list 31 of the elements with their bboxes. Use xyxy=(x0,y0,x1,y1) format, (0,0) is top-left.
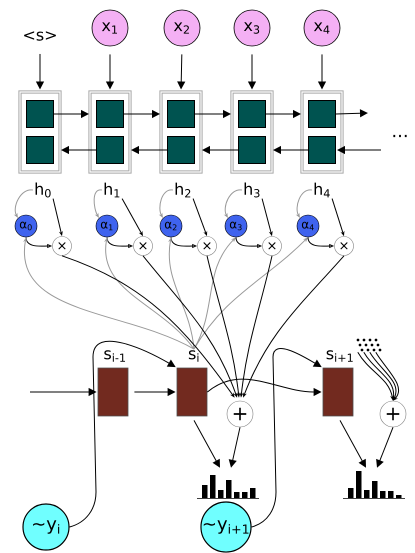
hidden-unit xyxy=(26,136,54,164)
encoder-cell xyxy=(300,90,344,174)
encoder-cell xyxy=(18,90,62,174)
hidden-label: h$_{2}$ xyxy=(176,182,190,198)
hidden-unit xyxy=(96,100,124,128)
hidden-unit xyxy=(308,136,336,164)
encoder-cell xyxy=(88,90,132,174)
hidden-unit xyxy=(96,136,124,164)
hidden-unit xyxy=(238,136,266,164)
state-box: s$_{i+1}$ xyxy=(322,350,354,416)
node-label: s$_{i}$ xyxy=(188,350,198,362)
state-box: s$_{i-1}$ xyxy=(98,350,128,416)
hidden-unit xyxy=(308,100,336,128)
hidden-label: h$_{4}$ xyxy=(314,182,330,198)
encoder-cell xyxy=(159,90,203,174)
hidden-label: h$_{3}$ xyxy=(244,182,260,198)
node-label: s$_{i-1}$ xyxy=(104,350,126,362)
hidden-unit xyxy=(26,100,54,128)
hidden-label: h$_{0}$ xyxy=(36,182,51,198)
hidden-unit xyxy=(167,136,195,164)
node-label: s$_{i+1}$ xyxy=(326,350,353,362)
ellipsis-text: ... xyxy=(393,134,407,138)
dots-drawing xyxy=(356,338,382,352)
histogram-icon xyxy=(196,475,260,499)
hidden-unit xyxy=(167,100,195,128)
state-box: s$_{i}$ xyxy=(176,350,208,416)
encoder-cell xyxy=(230,90,274,174)
hidden-label: h$_{1}$ xyxy=(104,182,120,198)
hidden-unit xyxy=(238,100,266,128)
token-text: <s> xyxy=(24,31,56,41)
histogram-icon xyxy=(342,471,406,499)
